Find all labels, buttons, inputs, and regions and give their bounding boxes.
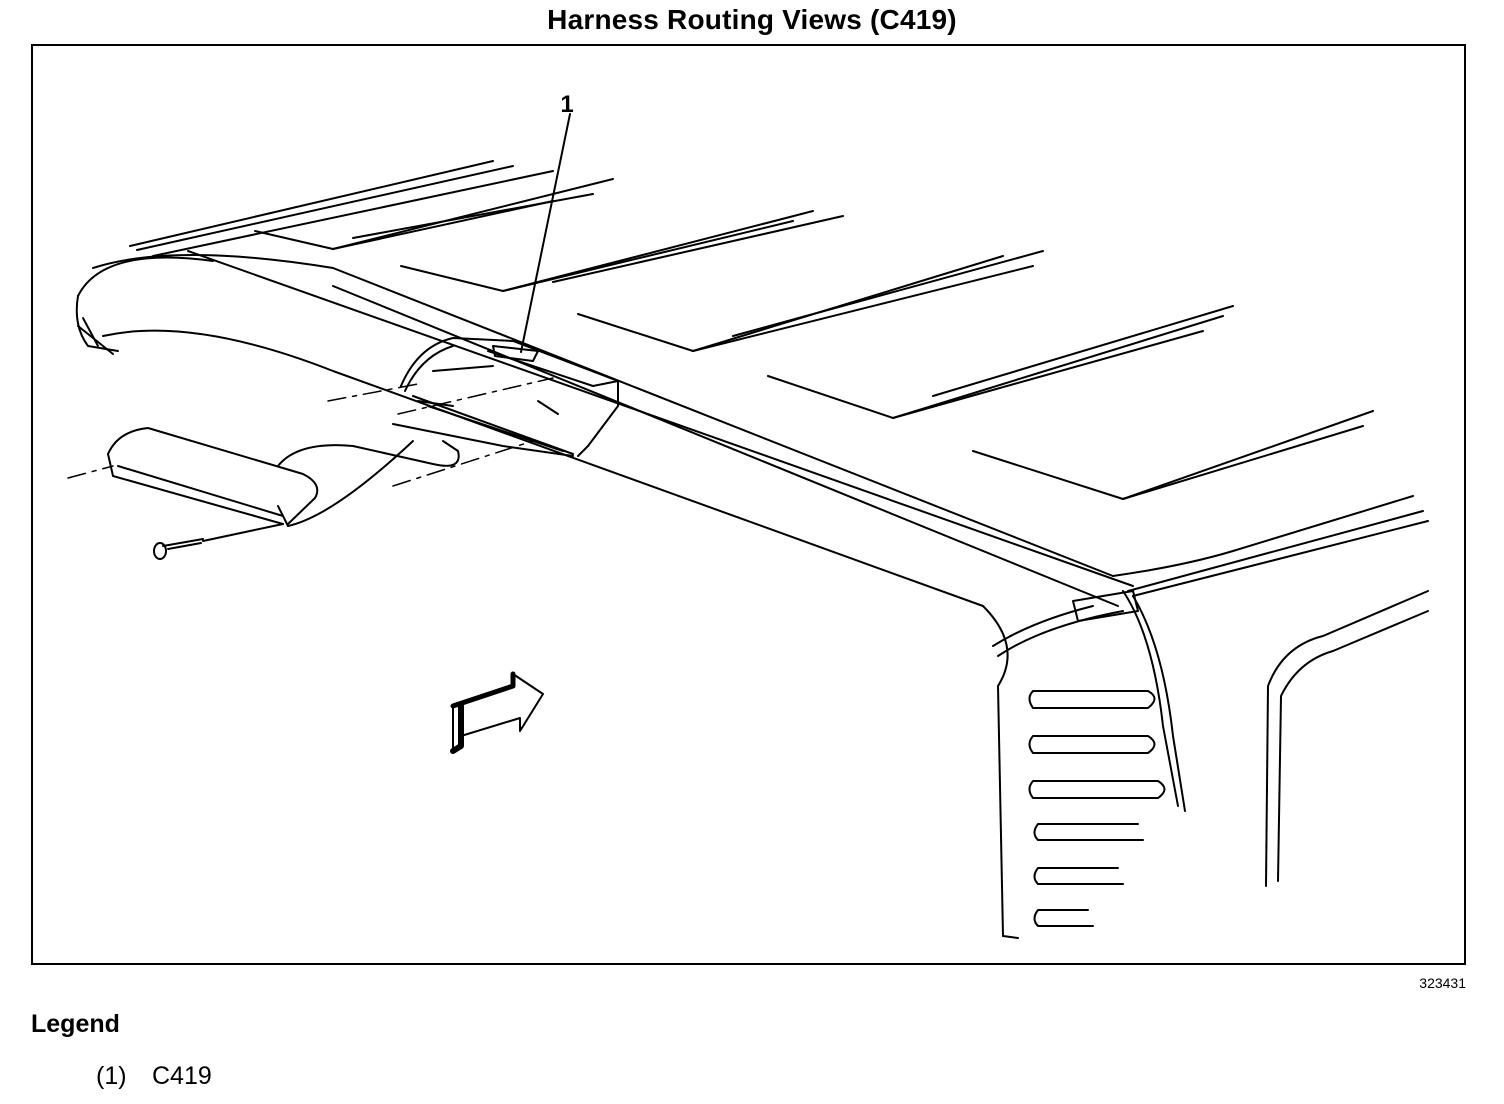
lamp-wire-harness xyxy=(277,440,460,467)
assembly-dash-lines xyxy=(67,377,554,487)
stop-lamp-lens xyxy=(107,427,414,527)
stop-lamp-housing xyxy=(392,337,619,457)
screw xyxy=(153,523,284,560)
legend-heading: Legend xyxy=(31,1010,120,1038)
diagram-title: Harness Routing Views (C419) xyxy=(547,4,957,35)
roof-ribs xyxy=(254,178,1374,500)
rear-pillar xyxy=(982,495,1429,939)
callout-1-label: 1 xyxy=(560,91,573,118)
figure-number: 323431 xyxy=(1419,975,1466,991)
vent-slots xyxy=(1028,690,1166,927)
forward-direction-arrow xyxy=(450,671,544,754)
legend-item-number: (1) xyxy=(96,1062,127,1090)
callout-1-leader xyxy=(520,113,571,353)
legend-item-label: C419 xyxy=(152,1062,212,1090)
vehicle-roof-illustration: 1 xyxy=(67,91,1429,939)
illustration-frame: 1 xyxy=(31,44,1466,965)
legend-item: (1) C419 xyxy=(96,1062,212,1091)
